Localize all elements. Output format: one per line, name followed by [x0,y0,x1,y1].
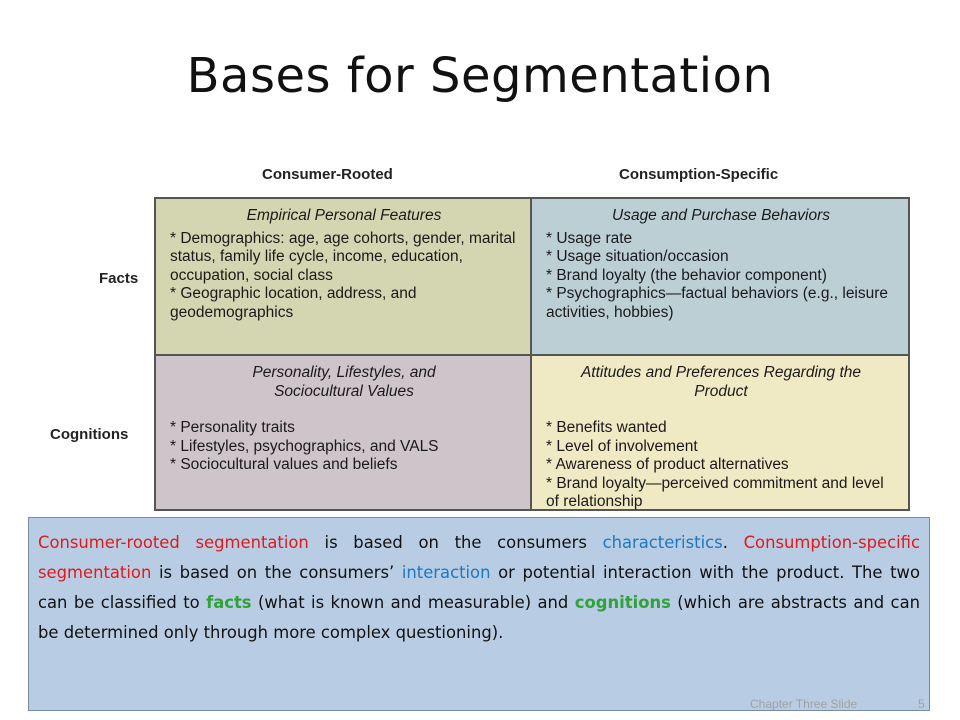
column-header-consumer-rooted: Consumer-Rooted [262,166,393,183]
note-text: is based on the consumers [308,533,603,552]
list-item: * Brand loyalty (the behavior component) [546,266,827,284]
term-interaction: interaction [401,563,491,582]
list-item: * Demographics: age, age cohorts, gender… [170,229,516,284]
list-item: * Level of involvement [546,437,698,455]
term-characteristics: characteristics [602,533,723,552]
note-text: is based on the consumers’ [151,563,402,582]
cell-heading: Personality, Lifestyles, and Sociocultur… [252,364,436,400]
note-text: or potential interaction with the produc… [38,563,920,612]
list-item: * Geographic location, address, and geod… [170,285,417,321]
term-facts: facts [206,593,252,612]
cell-heading: Empirical Personal Features [246,207,442,224]
list-item: * Sociocultural values and beliefs [170,456,398,473]
cell-heading: Usage and Purchase Behaviors [612,207,830,224]
cell-facts-consumer-rooted: Empirical Personal Features * Demographi… [156,199,532,356]
page-number: 5 [918,697,925,711]
cell-facts-consumption-specific: Usage and Purchase Behaviors * Usage rat… [532,199,908,356]
list-item: * Personality traits [170,419,295,436]
list-item: * Awareness of product alternatives [546,456,789,473]
list-item: * Usage situation/occasion [546,248,729,265]
term-cognitions: cognitions [574,593,671,612]
row-header-facts: Facts [99,270,139,287]
cell-cognitions-consumer-rooted: Personality, Lifestyles, and Sociocultur… [156,356,532,509]
list-item: * Psychographics—factual behaviors (e.g.… [546,285,889,321]
list-item: * Lifestyles, psychographics, and VALS [170,437,439,455]
list-item: * Usage rate [546,229,633,247]
explanation-textbox: Consumer-rooted segmentation is based on… [28,517,930,711]
column-header-consumption-specific: Consumption-Specific [619,166,779,183]
row-header-cognitions: Cognitions [50,426,129,443]
term-consumer-rooted: Consumer-rooted segmentation [38,533,309,552]
slide-title: Bases for Segmentation [186,48,774,104]
cell-cognitions-consumption-specific: Attitudes and Preferences Regarding the … [532,356,908,511]
list-item: * Benefits wanted [546,419,667,436]
note-text: (what is known and measurable) and [251,593,575,612]
segmentation-grid: Empirical Personal Features * Demographi… [154,197,910,511]
note-text: . [722,533,744,552]
list-item: * Brand loyalty—perceived commitment and… [546,474,884,511]
term-consumption-specific: Consumption-specific segmentation [38,533,920,582]
slide-footer: Chapter Three Slide [750,697,858,711]
note-text: (which are abstracts and can be determin… [38,593,921,642]
cell-heading: Attitudes and Preferences Regarding the … [580,364,862,400]
